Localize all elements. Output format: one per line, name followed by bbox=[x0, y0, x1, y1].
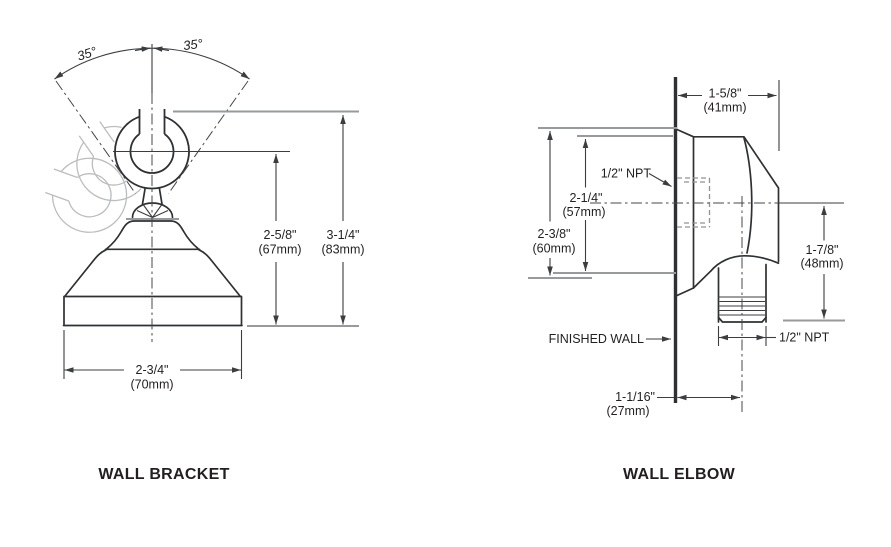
inlet-thread-leader bbox=[648, 173, 672, 187]
dim-hinner-in: 2-1/4" bbox=[570, 191, 603, 205]
elbow-title: WALL ELBOW bbox=[623, 466, 736, 483]
finished-wall-label: FINISHED WALL bbox=[549, 332, 644, 346]
dim-drop-mm: (48mm) bbox=[800, 257, 843, 271]
dim-offset-in: 1-1/16" bbox=[615, 390, 655, 404]
inlet-thread-label: 1/2" NPT bbox=[601, 167, 652, 181]
spout-sides bbox=[717, 263, 767, 323]
dim-height-inner-in: 2-5/8" bbox=[264, 228, 297, 242]
dim-drop-in: 1-7/8" bbox=[806, 243, 839, 257]
swivel-arc-arrow-left bbox=[134, 46, 151, 52]
dim-height-inner-mm: (67mm) bbox=[258, 243, 301, 257]
bracket-title: WALL BRACKET bbox=[98, 466, 229, 483]
wall-bracket-figure: 35° 35° 2-5/8" (67mm) bbox=[36, 36, 365, 483]
bracket-angle-left-label: 35° bbox=[75, 43, 98, 63]
ball-joint-fan-lines bbox=[136, 204, 169, 219]
dim-depth-mm: (41mm) bbox=[703, 101, 746, 115]
wall-elbow-figure: 1-5/8" (41mm) 2-3/8" (60mm) 2-1/4" bbox=[528, 77, 845, 483]
dim-width-in: 2-3/4" bbox=[136, 363, 169, 377]
dim-hinner-mm: (57mm) bbox=[562, 205, 605, 219]
dim-offset-mm: (27mm) bbox=[606, 404, 649, 418]
base-skirt bbox=[62, 295, 243, 327]
swivel-axis-right bbox=[168, 80, 249, 194]
ring-stem bbox=[141, 188, 163, 205]
bracket-angle-right-label: 35° bbox=[182, 36, 203, 53]
dim-height-outer-mm: (83mm) bbox=[321, 243, 364, 257]
dim-houter-in: 2-3/8" bbox=[538, 227, 571, 241]
elbow-bottom-arch bbox=[710, 254, 780, 272]
outlet-thread-label: 1/2" NPT bbox=[779, 331, 830, 345]
dim-width-mm: (70mm) bbox=[130, 378, 173, 392]
dim-height-outer-in: 3-1/4" bbox=[327, 228, 360, 242]
swivel-arc-arrow-right bbox=[153, 46, 170, 52]
swivel-axis-left bbox=[55, 80, 136, 194]
elbow-body-outline bbox=[676, 128, 780, 263]
dim-houter-mm: (60mm) bbox=[532, 242, 575, 256]
hidden-inlet-threads bbox=[684, 181, 705, 224]
elbow-face-curve bbox=[743, 137, 753, 254]
base-lower-cone bbox=[64, 248, 241, 297]
dim-depth-in: 1-5/8" bbox=[709, 87, 742, 101]
